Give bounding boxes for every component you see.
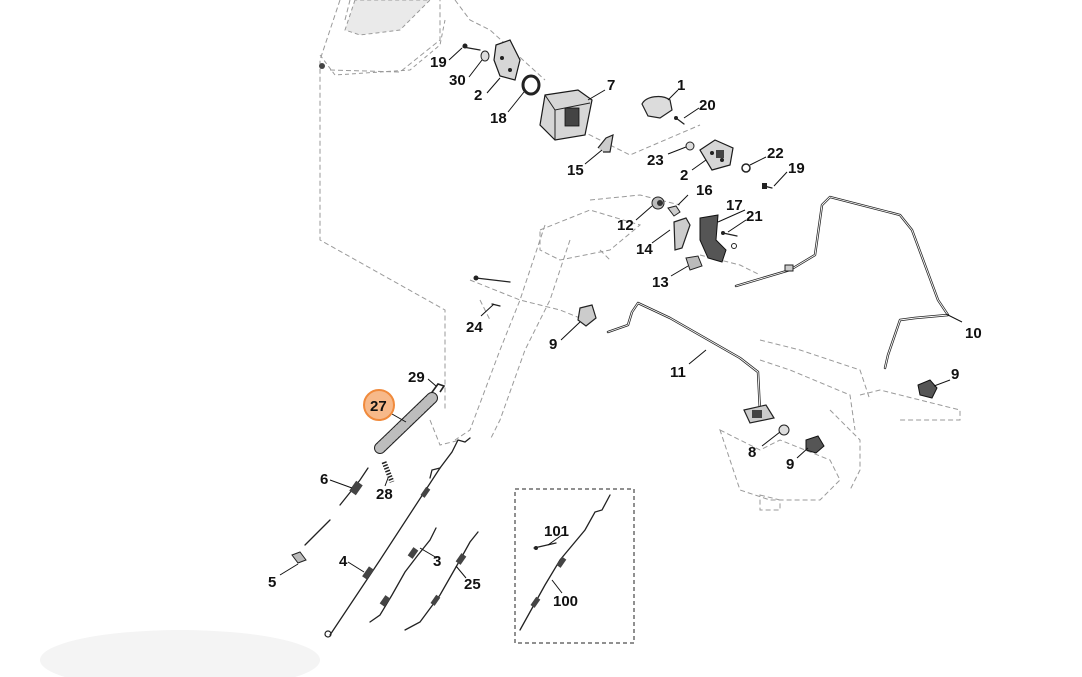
upper-housing-part <box>319 0 446 76</box>
part-12-bushing <box>651 196 665 210</box>
part-2-bracket-right <box>699 139 734 171</box>
label-20[interactable]: 20 <box>699 97 716 114</box>
label-11[interactable]: 11 <box>670 364 686 381</box>
part-2-bracket-top <box>493 39 521 81</box>
part-24-bolt <box>473 275 511 307</box>
label-9-left[interactable]: 9 <box>549 336 557 353</box>
label-29[interactable]: 29 <box>408 369 425 386</box>
part-13-nut <box>685 255 703 271</box>
part-15-clip <box>597 134 614 153</box>
part-19-screw-right <box>762 183 773 189</box>
label-30[interactable]: 30 <box>449 72 466 89</box>
ghost-frame-outlines <box>319 0 961 511</box>
part-20-pin <box>674 116 685 125</box>
label-24[interactable]: 24 <box>466 319 483 336</box>
part-6-cable <box>304 467 369 546</box>
label-19-right[interactable]: 19 <box>788 160 805 177</box>
part-18-ring <box>521 74 541 96</box>
label-25[interactable]: 25 <box>464 576 481 593</box>
part-27-spring <box>374 392 438 454</box>
part-9-grip-right <box>917 379 938 399</box>
label-27[interactable]: 27 <box>370 398 387 415</box>
label-8[interactable]: 8 <box>748 444 756 461</box>
part-17-arm <box>699 214 727 263</box>
part-22-ring <box>741 163 751 173</box>
background-shading <box>40 630 320 677</box>
label-21[interactable]: 21 <box>746 208 763 225</box>
label-10[interactable]: 10 <box>965 325 982 342</box>
label-9-right[interactable]: 9 <box>951 366 959 383</box>
part-11-lower-bar <box>606 301 775 424</box>
label-18[interactable]: 18 <box>490 110 507 127</box>
part-1-knob <box>641 95 673 119</box>
part-9-grip-bottom <box>805 435 825 454</box>
label-4[interactable]: 4 <box>339 553 348 570</box>
highlight-marker <box>363 389 395 421</box>
label-15[interactable]: 15 <box>567 162 584 179</box>
label-3[interactable]: 3 <box>433 553 441 570</box>
part-5-clip <box>291 551 307 564</box>
part-25-cable <box>404 531 479 631</box>
label-14[interactable]: 14 <box>636 241 653 258</box>
label-7[interactable]: 7 <box>607 77 615 94</box>
label-6[interactable]: 6 <box>320 471 328 488</box>
part-10-handle-bar <box>734 195 950 370</box>
part-16-clip <box>667 205 681 217</box>
part-30-washer <box>480 50 490 62</box>
label-5[interactable]: 5 <box>268 574 276 591</box>
label-19-top[interactable]: 19 <box>430 54 447 71</box>
part-7-control-box <box>539 89 593 141</box>
part-21-screw <box>721 231 738 249</box>
part-labels: 19 30 2 18 7 15 1 20 23 2 22 19 16 12 17… <box>268 54 982 610</box>
part-29-spring-hook <box>429 383 446 396</box>
label-101[interactable]: 101 <box>544 523 569 540</box>
label-13[interactable]: 13 <box>652 274 669 291</box>
part-3-cable <box>369 527 437 623</box>
label-2-right[interactable]: 2 <box>680 167 688 184</box>
inset-box <box>514 488 635 644</box>
part-8-bushing <box>778 424 790 436</box>
part-4-cable <box>324 437 471 638</box>
label-2-top[interactable]: 2 <box>474 87 482 104</box>
label-28[interactable]: 28 <box>376 486 393 503</box>
part-9-grip-left <box>577 304 597 327</box>
part-23-washer <box>685 141 695 151</box>
label-100[interactable]: 100 <box>553 593 578 610</box>
label-12[interactable]: 12 <box>617 217 634 234</box>
part-19-screw-top <box>462 43 481 51</box>
label-23[interactable]: 23 <box>647 152 664 169</box>
label-17[interactable]: 17 <box>726 197 743 214</box>
part-100-cable <box>519 494 611 631</box>
label-1[interactable]: 1 <box>677 77 685 94</box>
label-16[interactable]: 16 <box>696 182 713 199</box>
label-9-bottom[interactable]: 9 <box>786 456 794 473</box>
part-14-lever <box>673 217 691 251</box>
leader-lines <box>279 47 963 594</box>
part-101-pin <box>533 542 557 550</box>
part-28-small-spring <box>381 461 395 483</box>
label-22[interactable]: 22 <box>767 145 784 162</box>
